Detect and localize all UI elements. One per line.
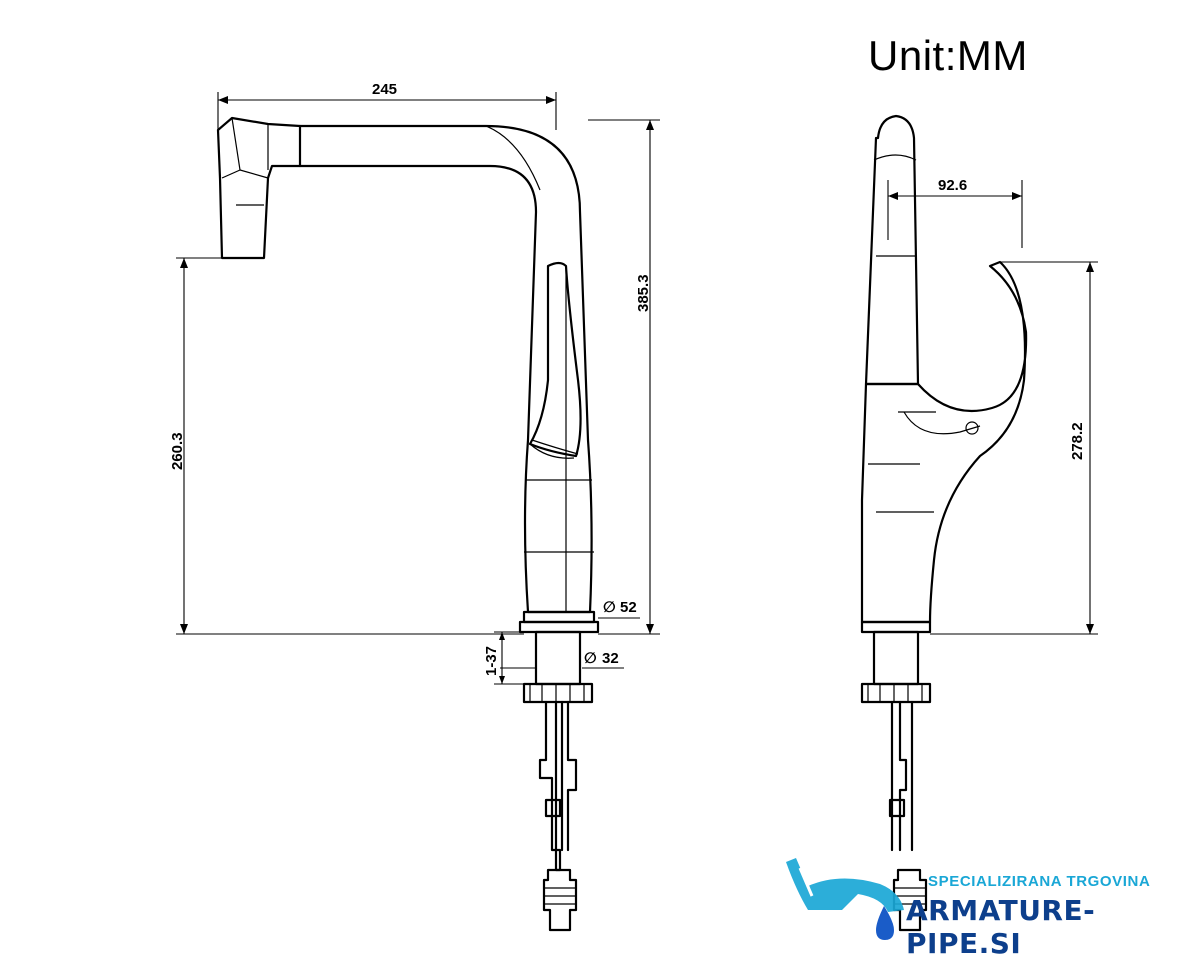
brand-name: ARMATURE-PIPE.SI [906, 894, 1096, 960]
handle [528, 261, 582, 458]
side-body [860, 260, 1028, 624]
shank [534, 630, 582, 686]
front-dimensions [176, 92, 660, 685]
spout-head [216, 116, 302, 260]
hose-connector [542, 868, 578, 932]
faucet-drop-icon [786, 858, 904, 940]
dim-diameter-32: 32 [602, 650, 619, 667]
dim-height-260: 260.3 [169, 432, 186, 470]
diameter-symbol-32: ∅ [584, 650, 597, 667]
unit-label: Unit:MM [868, 32, 1028, 79]
front-view-faucet [216, 116, 600, 932]
mounting-nut [522, 682, 594, 704]
side-shank [872, 630, 920, 686]
dim-diameter-52: 52 [620, 599, 637, 616]
side-nut [860, 682, 932, 704]
dim-height-278: 278.2 [1069, 422, 1086, 460]
diameter-symbol-52: ∅ [603, 599, 616, 616]
brand-tagline: SPECIALIZIRANA TRGOVINA [928, 873, 1151, 890]
dim-thickness-1-37: 1-37 [483, 646, 500, 676]
side-connector [892, 868, 928, 932]
dim-height-385: 385.3 [635, 274, 652, 312]
side-dimensions [887, 180, 1098, 635]
side-base [860, 620, 932, 634]
dim-offset-92: 92.6 [938, 177, 967, 194]
dim-width-245: 245 [372, 81, 397, 98]
side-view-faucet [860, 114, 1028, 932]
side-column [864, 114, 920, 386]
hose-assembly [538, 700, 562, 872]
base-ring [522, 610, 596, 624]
base-flange [518, 620, 600, 634]
